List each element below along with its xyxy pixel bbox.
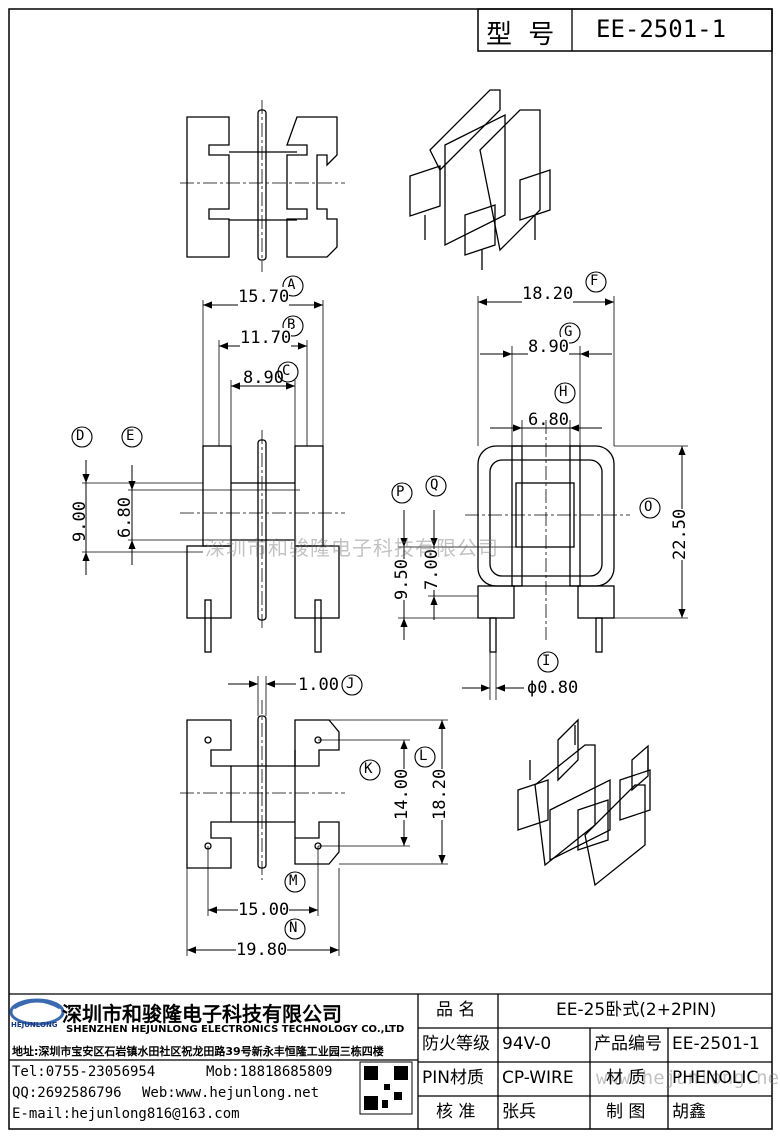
callout-M: M — [289, 873, 298, 889]
company-qq: QQ:2692586796 — [12, 1085, 122, 1101]
dim-1-00: 1.00 — [298, 675, 339, 695]
pin-material-label: PIN材质 — [422, 1068, 484, 1088]
outer-border — [8, 8, 773, 1130]
dim-11-70: 11.70 — [240, 328, 292, 348]
product-name-value: EE-25卧式(2+2PIN) — [556, 1000, 717, 1020]
top-view — [180, 100, 345, 272]
company-mob: Mob:18818685809 — [206, 1064, 333, 1080]
callout-F: F — [590, 273, 599, 289]
drawn-value: 胡鑫 — [672, 1102, 706, 1122]
header-box — [477, 8, 773, 52]
dim-19-80: 19.80 — [236, 940, 288, 960]
callout-G: G — [564, 324, 573, 340]
fire-rating-value: 94V-0 — [502, 1034, 552, 1054]
company-web: Web:www.hejunlong.net — [142, 1085, 320, 1101]
product-name-label: 品 名 — [436, 1000, 476, 1020]
dim-9-00: 9.00 — [70, 501, 90, 542]
side-view — [465, 420, 630, 653]
company-name-cn: 深圳市和骏隆电子科技有限公司 — [62, 1002, 342, 1026]
iso-view-top — [409, 89, 551, 270]
dim-6-80-right: 6.80 — [528, 410, 569, 430]
callout-Q: Q — [430, 477, 439, 493]
fire-rating-label: 防火等级 — [422, 1034, 490, 1054]
company-tel: Tel:0755-23056954 — [12, 1064, 156, 1080]
logo-text: HEJUNLONG — [11, 1021, 58, 1029]
front-view — [180, 300, 345, 653]
company-address: 地址:深圳市宝安区石岩镇水田社区祝龙田路39号新永丰恒隆工业园三栋四楼 — [12, 1045, 384, 1058]
pin-material-value: CP-WIRE — [502, 1068, 574, 1088]
approved-value: 张兵 — [502, 1102, 536, 1122]
model-value: EE-2501-1 — [596, 15, 727, 43]
callout-A: A — [287, 277, 296, 293]
dim-0-80: ϕ0.80 — [527, 678, 579, 698]
callout-E: E — [126, 428, 135, 444]
callout-B: B — [287, 317, 296, 333]
approved-label: 核 准 — [436, 1102, 476, 1122]
callout-O: O — [644, 499, 653, 515]
dim-18-20-side: 18.20 — [430, 768, 450, 820]
title-block — [9, 993, 772, 1129]
dim-18-20-top: 18.20 — [522, 284, 574, 304]
drawn-label: 制 图 — [606, 1102, 646, 1122]
callout-P: P — [396, 484, 405, 500]
product-code-value: EE-2501-1 — [672, 1034, 760, 1054]
dim-15-00: 15.00 — [238, 900, 290, 920]
callout-I: I — [542, 653, 551, 669]
callout-circles — [71, 271, 661, 940]
material-label: 材 质 — [606, 1068, 646, 1088]
callout-H: H — [559, 384, 568, 400]
callout-K: K — [364, 761, 373, 777]
bottom-view — [180, 700, 345, 880]
callout-N: N — [289, 920, 298, 936]
watermark-company: 深圳市和骏隆电子科技有限公司 — [205, 536, 499, 560]
product-code-label: 产品编号 — [594, 1034, 662, 1054]
dim-8-90-right: 8.90 — [528, 337, 569, 357]
dim-6-80-left: 6.80 — [115, 497, 135, 538]
callout-L: L — [419, 748, 428, 764]
dim-22-50: 22.50 — [670, 508, 690, 560]
material-value: PHENOLIC — [672, 1068, 759, 1088]
watermark-url: www.hejunlong.net — [596, 1067, 780, 1089]
dim-9-50: 9.50 — [392, 559, 412, 600]
dim-8-90-left: 8.90 — [243, 368, 284, 388]
model-label: 型 号 — [486, 20, 559, 50]
dim-14-00: 14.00 — [392, 768, 412, 820]
company-email: E-mail:hejunlong816@163.com — [12, 1106, 240, 1122]
callout-D: D — [76, 428, 85, 444]
qr-code — [359, 1061, 413, 1115]
callout-J: J — [346, 676, 355, 692]
callout-C: C — [282, 363, 291, 379]
company-logo — [9, 998, 65, 1026]
iso-view-bottom — [517, 718, 651, 887]
company-name-en: SHENZHEN HEJUNLONG ELECTRONICS TECHNOLOG… — [66, 1024, 405, 1035]
dim-15-70: 15.70 — [238, 287, 290, 307]
